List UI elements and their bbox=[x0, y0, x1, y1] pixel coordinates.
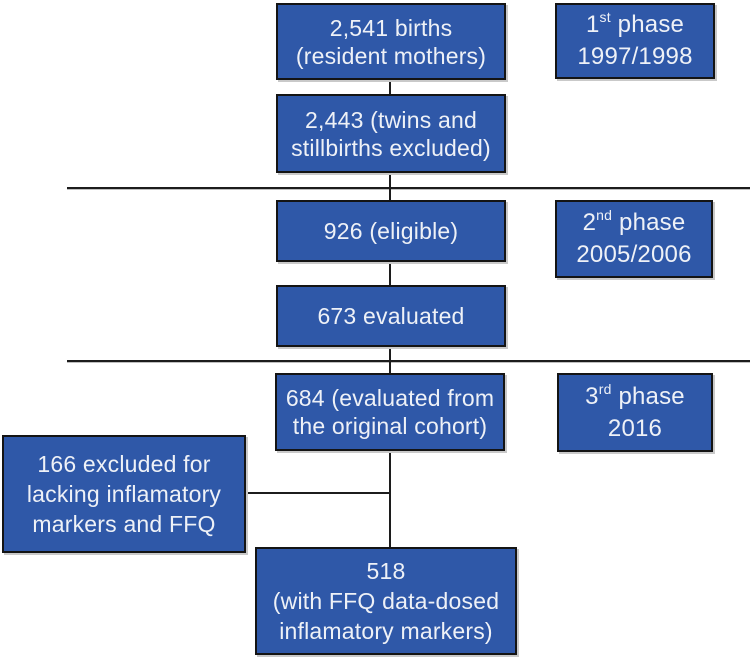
box-cohort-line-2: the original cohort) bbox=[292, 413, 488, 439]
box-excluded: 166 excluded for lacking inflamatory mar… bbox=[2, 435, 246, 553]
phase-1-title: 1st phase bbox=[586, 9, 684, 41]
box-phase-3: 3rd phase 2016 bbox=[557, 373, 713, 452]
box-births-line-2: (resident mothers) bbox=[295, 42, 487, 69]
phase-3-years: 2016 bbox=[607, 414, 663, 442]
box-births-line-1: 2,541 births bbox=[329, 14, 453, 41]
connector-eligible-to-evaluated bbox=[389, 262, 391, 285]
box-final-line-3: inflamatory markers) bbox=[279, 618, 493, 644]
phase-1-ordinal: 1 bbox=[585, 11, 600, 38]
box-eligible-line-1: 926 (eligible) bbox=[323, 218, 459, 244]
box-excluded-line-3: markers and FFQ bbox=[32, 511, 216, 537]
connector-twins-to-eligible bbox=[389, 173, 391, 200]
box-final-line-1: 518 bbox=[366, 558, 406, 584]
phase-3-title: 3rd phase bbox=[585, 381, 685, 413]
box-twins-stillbirths-excluded: 2,443 (twins and stillbirths excluded) bbox=[276, 94, 506, 173]
box-cohort-line-1: 684 (evaluated from bbox=[285, 385, 495, 411]
phase-1-suffix: st bbox=[599, 9, 611, 25]
phase-3-suffix: rd bbox=[598, 380, 612, 397]
box-evaluated-line-1: 673 evaluated bbox=[317, 303, 465, 329]
box-evaluated: 673 evaluated bbox=[276, 285, 506, 347]
phase-separator-1 bbox=[67, 187, 750, 189]
phase-2-suffix: nd bbox=[596, 207, 613, 223]
box-twins-line-2: stillbirths excluded) bbox=[291, 134, 491, 161]
box-final-sample: 518 (with FFQ data-dosed inflamatory mar… bbox=[255, 547, 517, 655]
phase-2-title: 2nd phase bbox=[583, 207, 686, 239]
box-eligible: 926 (eligible) bbox=[276, 200, 506, 262]
phase-separator-2 bbox=[67, 360, 750, 362]
connector-evaluated-to-cohort bbox=[389, 347, 391, 373]
phase-2-ordinal: 2 bbox=[582, 209, 597, 236]
box-phase-2: 2nd phase 2005/2006 bbox=[555, 200, 713, 278]
box-original-cohort: 684 (evaluated from the original cohort) bbox=[275, 373, 505, 451]
phase-2-years: 2005/2006 bbox=[576, 241, 692, 268]
box-twins-line-1: 2,443 (twins and bbox=[305, 106, 477, 133]
connector-cohort-to-final bbox=[389, 451, 391, 547]
connector-excluded-branch bbox=[246, 492, 389, 494]
box-final-line-2: (with FFQ data-dosed bbox=[272, 588, 500, 614]
connector-births-to-twins bbox=[389, 80, 391, 94]
box-excluded-line-1: 166 excluded for bbox=[37, 451, 211, 477]
phase-1-years: 1997/1998 bbox=[577, 43, 693, 70]
box-phase-1: 1st phase 1997/1998 bbox=[555, 3, 715, 79]
phase-3-ordinal: 3 bbox=[585, 382, 599, 410]
phase-1-word: phase bbox=[617, 11, 685, 38]
box-births: 2,541 births (resident mothers) bbox=[276, 3, 506, 80]
phase-3-word: phase bbox=[618, 382, 685, 410]
phase-2-word: phase bbox=[619, 209, 686, 236]
box-excluded-line-2: lacking inflamatory bbox=[26, 481, 222, 507]
